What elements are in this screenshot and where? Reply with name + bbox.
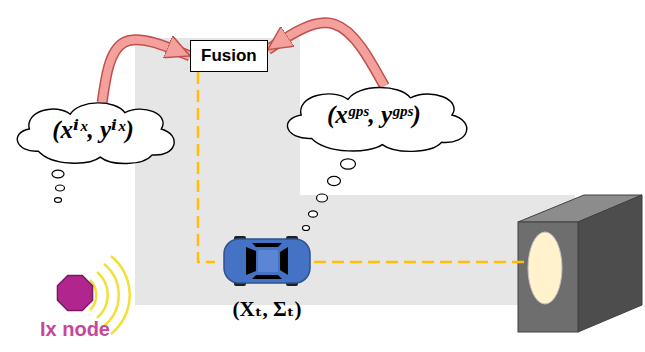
thought-bubbles [52,159,356,231]
position-estimate: (xⁱˣ, yⁱˣ) [52,115,134,144]
box-label: Fusion [201,46,257,66]
node-label: Ix node [40,318,110,341]
fusion-box: Fusion [190,40,268,72]
position-estimate: (xᵍᵖˢ, yᵍᵖˢ) [327,101,421,129]
camera-lens [528,232,562,304]
car-icon [222,234,312,288]
thought-cloud: (xᵍᵖˢ, yᵍᵖˢ) [270,76,478,154]
state-label: (Xₜ, Σₜ) [233,296,302,322]
link-line [198,72,215,262]
octagon-marker [54,272,96,314]
thought-cloud: (xⁱˣ, yⁱˣ) [2,92,184,166]
road [135,38,575,305]
fusion-arrow [268,23,385,86]
camera [518,195,642,332]
ix-node: Ix node [32,272,118,341]
vehicle: (Xₜ, Σₜ) [215,234,319,322]
sensing-line [314,261,527,264]
fusion-arrow [102,40,190,103]
